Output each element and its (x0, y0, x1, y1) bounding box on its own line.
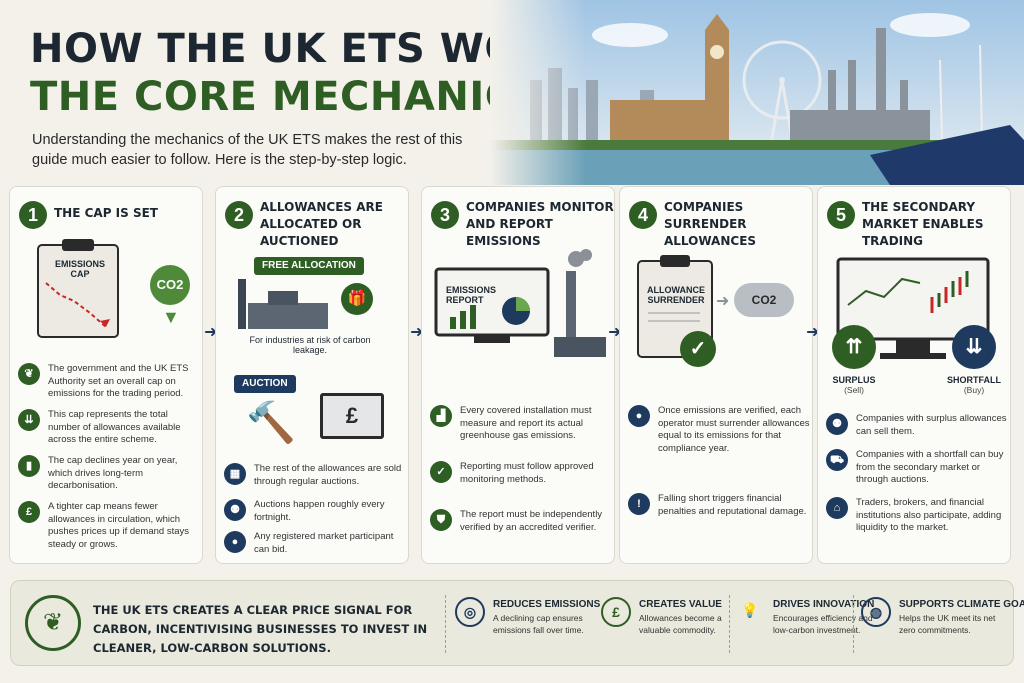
step-card-1: 1 THE CAP IS SET EMISSIONS CAP CO2 ▼ ❦ Th… (9, 186, 203, 564)
step-title: ALLOWANCES ARE ALLOCATED OR AUCTIONED (260, 200, 383, 248)
footer-main-text: THE UK ETS CREATES A CLEAR PRICE SIGNAL … (93, 603, 428, 655)
shield-check-icon: ⛊ (430, 509, 452, 531)
pound-icon: £ (18, 501, 40, 523)
divider (445, 595, 446, 653)
bullet-text: Falling short triggers financial penalti… (658, 493, 807, 517)
bullet-text: Any registered market participant can bi… (254, 531, 394, 555)
emissions-cap-label: EMISSIONS CAP (54, 259, 105, 279)
step-card-4: 4 COMPANIES SURRENDER ALLOWANCES ALLOWAN… (619, 186, 813, 564)
free-allocation-note: For industries at risk of carbon leakage… (249, 335, 371, 355)
person-icon: ● (224, 531, 246, 553)
benefit-title: REDUCES EMISSIONS (493, 599, 601, 610)
arrow-right-icon: ➜ (806, 324, 820, 341)
step-number: 3 (431, 201, 459, 229)
bullet-text: This cap represents the total number of … (48, 409, 181, 445)
benefit-title: SUPPORTS CLIMATE GOALS (899, 599, 1024, 610)
bullet-text: Companies with surplus allowances can se… (856, 413, 1007, 437)
bullet-text: The rest of the allowances are sold thro… (254, 463, 402, 487)
co2-badge: CO2 (150, 265, 190, 305)
gift-icon: 🎁 (341, 283, 373, 315)
leaf-emblem-icon: ❦ (25, 595, 81, 651)
surplus-label: SURPLUS(Sell) (832, 375, 876, 395)
down-arrows-icon: ⇊ (952, 325, 996, 369)
globe-icon: ◍ (861, 597, 891, 627)
down-arrow-icon: ▼ (162, 307, 180, 327)
people-icon: ⚉ (826, 413, 848, 435)
london-skyline-illustration (490, 0, 1024, 185)
trading-chart-monitor-icon (836, 257, 990, 359)
cart-icon: ⛟ (826, 449, 848, 471)
arrow-right-icon: ➜ (410, 324, 424, 341)
arrow-right-small-icon: ➜ (716, 293, 730, 310)
step-number: 1 (19, 201, 47, 229)
bullet-text: A tighter cap means fewer allowances in … (48, 501, 189, 550)
factory-icon: ▟ (430, 405, 452, 427)
bullet-text: The cap declines year on year, which dri… (48, 455, 178, 491)
bullet-text: Every covered installation must measure … (460, 405, 592, 441)
bullet-text: Companies with a shortfall can buy from … (856, 449, 1004, 485)
step-number: 4 (629, 201, 657, 229)
leaf-icon: ❦ (18, 363, 40, 385)
benefit-text: Allowances become a valuable commodity. (639, 613, 722, 635)
gavel-icon: 🔨 (246, 401, 296, 445)
auction-tag: AUCTION (234, 375, 296, 393)
smokestack-icon (554, 249, 606, 357)
down-arrows-icon: ⇊ (18, 409, 40, 431)
step-title: COMPANIES SURRENDER ALLOWANCES (664, 200, 757, 248)
calendar-icon: ▦ (224, 463, 246, 485)
step-title: COMPANIES MONITOR AND REPORT EMISSIONS (466, 200, 614, 248)
divider (853, 595, 854, 653)
bullet-text: The government and the UK ETS Authority … (48, 363, 189, 399)
benefit-text: A declining cap ensures emissions fall o… (493, 613, 584, 635)
warning-icon: ! (628, 493, 650, 515)
free-allocation-tag: FREE ALLOCATION (254, 257, 364, 275)
step-number: 5 (827, 201, 855, 229)
co2-cloud-icon: CO2 (734, 283, 794, 317)
allowance-surrender-label: ALLOWANCE SURRENDER (647, 285, 705, 305)
benefit-title: CREATES VALUE (639, 599, 722, 610)
benefit-text: Helps the UK meet its net zero commitmen… (899, 613, 996, 635)
emissions-report-monitor-icon (434, 267, 550, 343)
step-number: 2 (225, 201, 253, 229)
monitor-pound-icon: £ (320, 393, 384, 439)
bullet-text: The report must be independently verifie… (460, 509, 603, 533)
check-badge-icon: ✓ (680, 331, 716, 367)
step-card-5: 5 THE SECONDARY MARKET ENABLES TRADING ⇈… (817, 186, 1011, 564)
step-title: THE CAP IS SET (54, 206, 158, 220)
arrow-right-icon: ➜ (608, 324, 622, 341)
title-line-2: THE CORE MECHANICS (30, 74, 545, 120)
bar-chart-icon: ▮ (18, 455, 40, 477)
shortfall-label: SHORTFALL(Buy) (947, 375, 1001, 395)
arrow-right-icon: ➜ (204, 324, 218, 341)
bullet-text: Once emissions are verified, each operat… (658, 405, 810, 454)
step-card-2: 2 ALLOWANCES ARE ALLOCATED OR AUCTIONED … (215, 186, 409, 564)
bullet-text: Traders, brokers, and financial institut… (856, 497, 1002, 533)
bullet-text: Reporting must follow approved monitorin… (460, 461, 594, 485)
benefit-title: DRIVES INNOVATION (773, 599, 875, 610)
step-card-3: 3 COMPANIES MONITOR AND REPORT EMISSIONS… (421, 186, 615, 564)
benefit-text: Encourages efficiency and low-carbon inv… (773, 613, 873, 635)
pound-icon: £ (601, 597, 631, 627)
factory-icon (238, 279, 328, 329)
footer-banner: ❦ THE UK ETS CREATES A CLEAR PRICE SIGNA… (10, 580, 1024, 666)
intro-text: Understanding the mechanics of the UK ET… (32, 132, 463, 168)
bank-icon: ⌂ (826, 497, 848, 519)
up-arrows-icon: ⇈ (832, 325, 876, 369)
emissions-cap-clipboard-icon (37, 239, 119, 338)
emissions-report-label: EMISSIONS REPORT (446, 285, 497, 305)
checklist-icon: ✓ (430, 461, 452, 483)
person-icon: ● (628, 405, 650, 427)
people-icon: ⚉ (224, 499, 246, 521)
lightbulb-icon: 💡 (741, 602, 759, 618)
step-title: THE SECONDARY MARKET ENABLES TRADING (862, 200, 984, 248)
divider (729, 595, 730, 653)
bullet-text: Auctions happen roughly every fortnight. (254, 499, 385, 523)
target-icon: ◎ (455, 597, 485, 627)
